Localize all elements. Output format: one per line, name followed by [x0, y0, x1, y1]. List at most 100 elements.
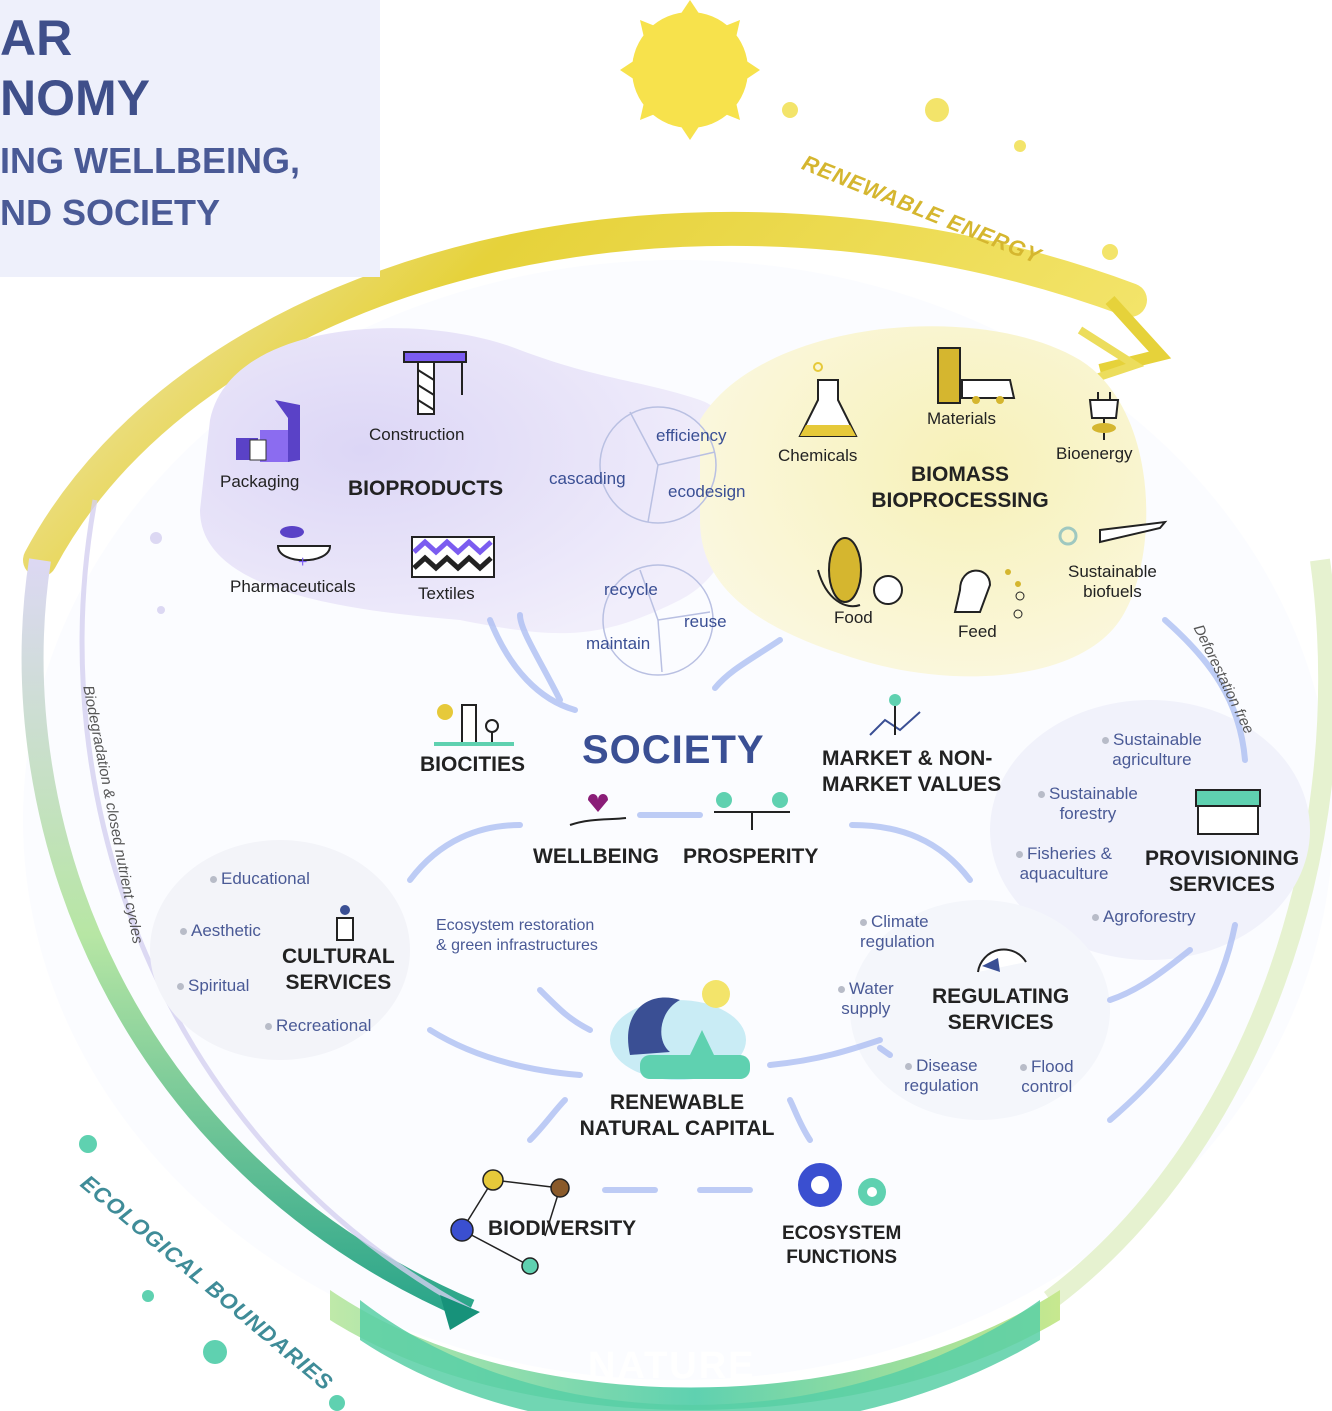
provisioning-header-line1: PROVISIONING [1145, 847, 1300, 870]
educational-item: Educational [210, 869, 310, 889]
title-line-4: ND SOCIETY [0, 192, 221, 233]
functions-line1: ECOSYSTEM [782, 1223, 902, 1244]
water-line2: supply [841, 999, 891, 1018]
bullet-dot [1092, 914, 1099, 922]
ecosystem-functions-label: ECOSYSTEM FUNCTIONS [782, 1222, 901, 1270]
prosperity-label: PROSPERITY [683, 845, 819, 868]
title-line-2: NOMY [0, 70, 150, 126]
cascading-label: cascading [549, 469, 626, 488]
cultural-services-header: CULTURAL SERVICES [282, 944, 395, 996]
biocities-label: BIOCITIES [420, 753, 526, 776]
biofuels-line1: Sustainable [1068, 562, 1157, 581]
biodiversity-icon [450, 1169, 570, 1275]
ecosystem-functions-icon [798, 1163, 886, 1207]
flood-line1: Flood [1031, 1057, 1074, 1076]
ecosystem-restoration-label: Ecosystem restoration & green infrastruc… [436, 916, 598, 956]
packaging-label: Packaging [220, 472, 300, 491]
bullet-dot [1016, 851, 1023, 859]
bullet-dot [1020, 1064, 1027, 1072]
cultural-services-icon [336, 905, 354, 941]
renewable-energy-arc [23, 211, 1147, 577]
bullet-dot [177, 983, 184, 991]
disease-line2: regulation [904, 1076, 979, 1095]
aesthetic-label: Aesthetic [191, 921, 261, 940]
restoration-line2: & green infrastructures [436, 937, 598, 954]
wellbeing-icon [569, 794, 627, 826]
climate-line1: Climate [871, 912, 929, 931]
renewable-natural-capital-icon [610, 980, 750, 1080]
bullet-dot [1038, 791, 1045, 799]
bullet-dot [860, 919, 867, 927]
climate-line2: regulation [860, 932, 935, 951]
market-values-label: MARKET & NON- MARKET VALUES [822, 746, 1001, 798]
biocities-icon [434, 704, 514, 746]
bullet-dot [838, 986, 845, 994]
sun-icon [620, 0, 760, 140]
regulating-services-icon [977, 948, 1027, 973]
efficiency-label: efficiency [656, 426, 727, 445]
reuse-label: reuse [684, 612, 727, 631]
ecodesign-label: ecodesign [668, 482, 746, 501]
fisheries-line2: aquaculture [1019, 864, 1109, 883]
regulating-blob [850, 900, 1110, 1120]
title-panel [0, 0, 380, 277]
regulating-header-line2: SERVICES [947, 1011, 1054, 1034]
title-line-3: ING WELLBEING, [0, 140, 300, 181]
construction-label: Construction [369, 425, 465, 444]
forestry-line2: forestry [1059, 804, 1117, 823]
materials-icon [937, 347, 1016, 404]
recreational-label: Recreational [276, 1016, 372, 1035]
wellbeing-label: WELLBEING [533, 845, 659, 868]
flood-line2: control [1021, 1077, 1073, 1096]
bullet-dot [265, 1023, 272, 1031]
right-arc [1043, 558, 1332, 1308]
svg-text:+: + [298, 554, 307, 571]
bullet-dot [1102, 737, 1109, 745]
aesthetic-item: Aesthetic [180, 921, 261, 941]
biodiversity-label: BIODIVERSITY [488, 1217, 637, 1240]
fisheries-item: Fisheries &aquaculture [1016, 844, 1112, 884]
bioenergy-label: Bioenergy [1056, 444, 1133, 463]
materials-label: Materials [927, 409, 996, 428]
provisioning-blob [990, 700, 1310, 960]
provisioning-services-icon [1195, 789, 1261, 835]
capital-header-line1: RENEWABLE [609, 1091, 745, 1114]
biomass-header-line1: BIOMASS [910, 463, 1009, 486]
left-nature-arc [21, 558, 475, 1321]
regulating-services-header: REGULATING SERVICES [932, 984, 1069, 1036]
regulating-header-line1: REGULATING [932, 985, 1070, 1008]
society-header: SOCIETY [582, 728, 765, 772]
cultural-header-line1: CULTURAL [282, 945, 395, 968]
bioenergy-icon [1088, 392, 1120, 440]
bioproducts-header: BIOPRODUCTS [348, 477, 504, 500]
nature-label: NATURE [588, 1345, 756, 1387]
biofuels-line2: biofuels [1083, 582, 1142, 601]
market-line2: MARKET VALUES [822, 773, 1002, 796]
food-icon [817, 537, 903, 608]
restoration-line1: Ecosystem restoration [436, 917, 595, 934]
forestry-line1: Sustainable [1049, 784, 1138, 803]
market-line1: MARKET & NON- [822, 747, 993, 770]
recycle-label: recycle [604, 580, 658, 599]
disease-line1: Disease [916, 1056, 978, 1075]
spiritual-label: Spiritual [188, 976, 250, 995]
cultural-header-line2: SERVICES [285, 971, 392, 994]
market-values-icon [869, 694, 921, 736]
provisioning-services-header: PROVISIONING SERVICES [1145, 846, 1299, 898]
functions-line2: FUNCTIONS [786, 1247, 898, 1268]
provisioning-header-line2: SERVICES [1169, 873, 1275, 896]
food-label: Food [834, 608, 873, 627]
recreational-item: Recreational [265, 1016, 371, 1036]
pharmaceuticals-icon: + [276, 526, 332, 571]
chemicals-label: Chemicals [778, 446, 858, 465]
sustainable-biofuels-label: Sustainable biofuels [1068, 562, 1157, 602]
packaging-icon [236, 400, 300, 462]
water-line1: Water [849, 979, 894, 998]
spiritual-item: Spiritual [177, 976, 249, 996]
